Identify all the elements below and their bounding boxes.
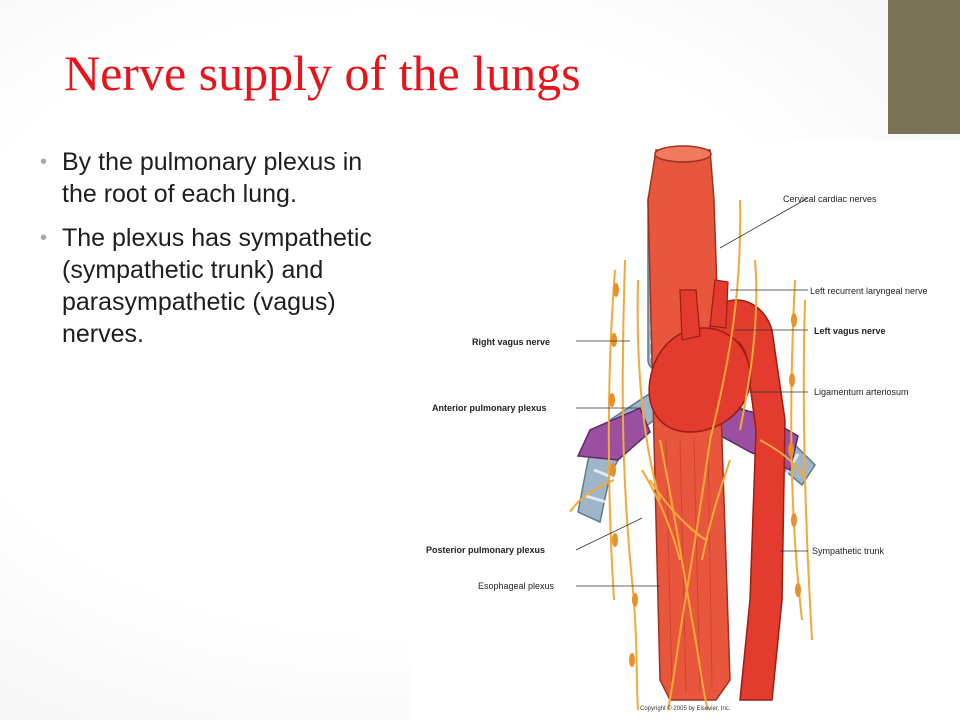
bullet-list: • By the pulmonary plexus in the root of…	[38, 146, 378, 362]
bullet-item: • By the pulmonary plexus in the root of…	[38, 146, 378, 210]
label-left-recurrent-laryngeal-nerve: Left recurrent laryngeal nerve	[810, 286, 928, 296]
label-left-vagus-nerve: Left vagus nerve	[814, 326, 886, 336]
accent-bar	[888, 0, 960, 134]
label-esophageal-plexus: Esophageal plexus	[478, 581, 555, 591]
bullet-item: • The plexus has sympathetic (sympatheti…	[38, 222, 378, 350]
lungs-nerve-diagram	[569, 145, 816, 711]
slide-title: Nerve supply of the lungs	[64, 45, 581, 101]
label-right-vagus-nerve: Right vagus nerve	[472, 337, 551, 347]
bullet-dot-icon: •	[40, 227, 48, 249]
nerve-fibers	[569, 199, 813, 711]
aorta	[648, 279, 786, 701]
label-posterior-pulmonary-plexus: Posterior pulmonary plexus	[426, 545, 546, 555]
label-sympathetic-trunk: Sympathetic trunk	[812, 546, 885, 556]
copyright-notice: Copyright © 2005 by Elsevier, Inc.	[640, 706, 731, 712]
bullet-dot-icon: •	[40, 151, 48, 173]
right-pulmonary-artery	[576, 407, 651, 461]
nerve-ganglia	[609, 283, 801, 667]
bullet-text: By the pulmonary plexus in the root of e…	[62, 148, 363, 208]
label-anterior-pulmonary-plexus: Anterior pulmonary plexus	[432, 403, 547, 413]
label-cervical-cardiac-nerves: Cervical cardiac nerves	[783, 194, 877, 204]
anatomy-illustration: Cervical cardiac nerves Left recurrent l…	[410, 140, 960, 720]
leader-lines	[575, 197, 809, 587]
bullet-text: The plexus has sympathetic (sympathetic …	[62, 224, 372, 348]
label-ligamentum-arteriosum: Ligamentum arteriosum	[814, 387, 909, 397]
